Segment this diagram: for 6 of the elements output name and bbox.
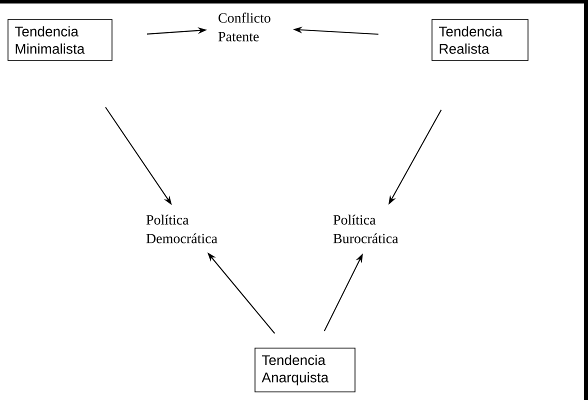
process-box: Tendencia Minimalista <box>8 19 112 61</box>
process-box: Tendencia Anarquista <box>254 348 356 392</box>
text-label: Política Democrática <box>146 214 218 244</box>
text-label: Política Burocrática <box>333 214 398 244</box>
process-box: Tendencia Realista <box>432 19 528 61</box>
text-label: Conflicto Patente <box>218 12 270 42</box>
